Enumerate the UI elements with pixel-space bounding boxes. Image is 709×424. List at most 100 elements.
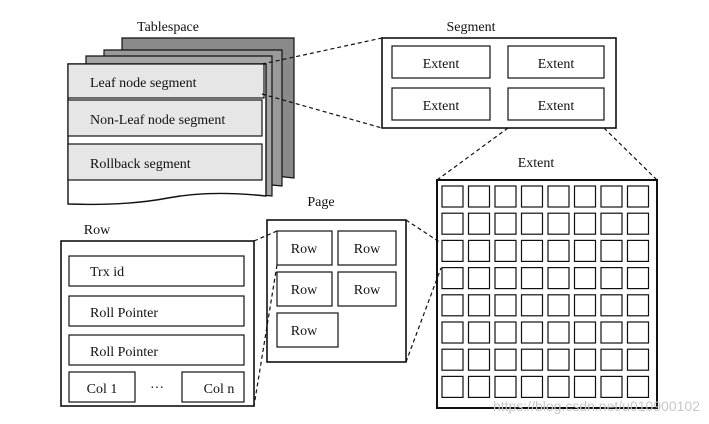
leaf-node-segment-label: Leaf node segment	[90, 76, 197, 91]
page-row-1-label: Row	[291, 242, 318, 257]
extent-page-cell	[441, 294, 464, 317]
page-row-4-label: Row	[354, 283, 381, 298]
extent-page-cell	[494, 348, 517, 371]
extent-page-cell	[573, 294, 597, 317]
extent-page-cell	[494, 212, 517, 235]
segment-extent-1	[391, 45, 491, 79]
extent-page-cell	[600, 294, 623, 317]
extent-page-cell	[441, 375, 464, 398]
extent-page-cell	[573, 267, 597, 290]
segment-group: Segment Extent Extent Extent Extent	[381, 20, 617, 129]
extent-page-cell	[441, 212, 464, 235]
extent-page-cell	[626, 348, 650, 371]
segment-extent-1-label: Extent	[423, 57, 460, 72]
extent-page-cell	[600, 375, 623, 398]
row-group: Row Trx id Roll Pointer Roll Pointer Col…	[60, 223, 255, 407]
page-group: Page Row Row Row Row Row	[266, 195, 407, 363]
rollback-segment-box	[67, 143, 263, 181]
roll-pointer-field-1	[68, 295, 245, 327]
extent-page-cell	[467, 212, 491, 235]
segment-extent-4	[507, 87, 605, 121]
extent-page-cell	[626, 375, 650, 398]
connector-segment-to-extent-left	[436, 127, 509, 181]
extent-page-cell	[626, 239, 650, 262]
extent-page-cell	[600, 348, 623, 371]
extent-page-cell	[600, 212, 623, 235]
extent-page-cell	[547, 239, 570, 262]
extent-page-cell	[494, 239, 517, 262]
extent-page-grid	[441, 185, 650, 398]
page-row-2	[337, 230, 397, 266]
extent-page-cell	[573, 212, 597, 235]
extent-page-cell	[547, 294, 570, 317]
col-1-field	[68, 371, 136, 403]
extent-page-cell	[520, 321, 544, 344]
tablespace-group: Tablespace Leaf node segment Non-Leaf no…	[67, 20, 295, 206]
watermark-text: https://blog.csdn.net/u010900102	[493, 398, 700, 414]
extent-page-cell	[547, 375, 570, 398]
connector-extent-to-page-top	[405, 219, 442, 244]
extent-group: Extent	[436, 156, 658, 409]
extent-page-cell	[626, 321, 650, 344]
extent-page-cell	[441, 321, 464, 344]
row-title: Row	[84, 223, 111, 238]
extent-title: Extent	[518, 156, 555, 171]
extent-page-cell	[520, 212, 544, 235]
extent-page-cell	[547, 267, 570, 290]
extent-page-cell	[467, 185, 491, 208]
extent-page-cell	[494, 321, 517, 344]
extent-page-cell	[441, 348, 464, 371]
extent-page-cell	[573, 375, 597, 398]
segment-extent-4-label: Extent	[538, 99, 575, 114]
segment-extent-2	[507, 45, 605, 79]
extent-page-cell	[494, 294, 517, 317]
page-row-1	[276, 230, 333, 266]
extent-page-cell	[494, 375, 517, 398]
tablespace-title: Tablespace	[137, 20, 199, 35]
col-ellipsis: ···	[150, 381, 164, 396]
extent-page-cell	[520, 185, 544, 208]
extent-page-cell	[600, 185, 623, 208]
extent-page-cell	[494, 185, 517, 208]
extent-page-cell	[520, 348, 544, 371]
extent-page-cell	[520, 267, 544, 290]
page-row-2-label: Row	[354, 242, 381, 257]
connector-segment-to-extent-right	[603, 127, 658, 181]
leaf-node-segment-box	[67, 63, 265, 99]
page-row-3-label: Row	[291, 283, 318, 298]
extent-page-cell	[520, 239, 544, 262]
rollback-segment-label: Rollback segment	[90, 157, 191, 172]
extent-page-cell	[626, 267, 650, 290]
col-1-label: Col 1	[87, 382, 118, 397]
extent-page-cell	[547, 185, 570, 208]
non-leaf-node-segment-label: Non-Leaf node segment	[90, 113, 225, 128]
roll-pointer-field-2	[68, 334, 245, 366]
roll-pointer-1-label: Roll Pointer	[90, 306, 158, 321]
extent-page-cell	[573, 348, 597, 371]
col-n-label: Col n	[204, 382, 235, 397]
extent-page-cell	[467, 239, 491, 262]
extent-page-cell	[600, 321, 623, 344]
extent-page-cell	[573, 185, 597, 208]
trx-id-field	[68, 255, 245, 287]
extent-page-cell	[626, 294, 650, 317]
extent-page-cell	[467, 375, 491, 398]
extent-page-cell	[547, 348, 570, 371]
extent-page-cell	[600, 267, 623, 290]
extent-page-cell	[547, 212, 570, 235]
extent-page-cell	[441, 267, 464, 290]
page-row-5	[276, 312, 339, 348]
extent-page-cell	[520, 294, 544, 317]
extent-page-cell	[467, 267, 491, 290]
extent-page-cell	[573, 239, 597, 262]
extent-page-cell	[494, 267, 517, 290]
page-title: Page	[307, 195, 334, 210]
segment-extent-3-label: Extent	[423, 99, 460, 114]
extent-page-cell	[467, 321, 491, 344]
page-row-4	[337, 271, 397, 307]
extent-page-cell	[467, 348, 491, 371]
page-row-3	[276, 271, 333, 307]
trx-id-label: Trx id	[90, 265, 124, 280]
connector-page-to-row-bottom	[253, 264, 278, 407]
